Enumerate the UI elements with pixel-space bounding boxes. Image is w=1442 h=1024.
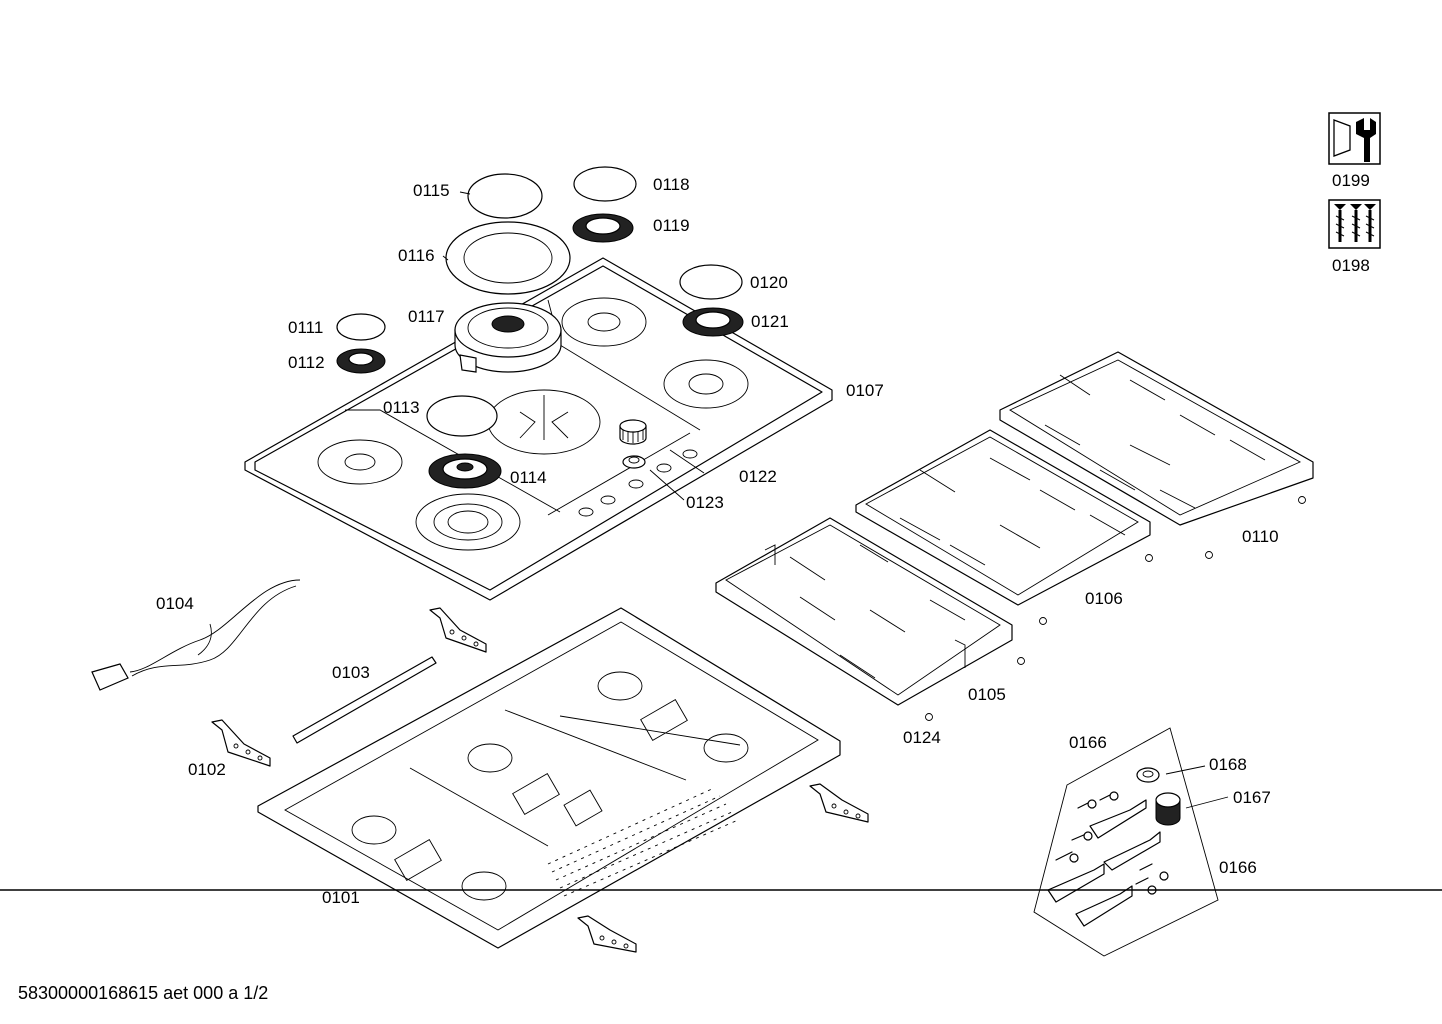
kit-clamps [1047,799,1161,927]
burner-cap-large [467,173,543,219]
wok-burner [454,302,562,373]
mounting-clamp [211,719,271,767]
label-0117: 0117 [408,307,445,326]
burner-seat [663,359,749,409]
hardware-kit [1033,727,1219,957]
label-0123: 0123 [686,493,724,512]
pan-support-left [715,517,1013,706]
knob-spindle [622,455,646,469]
mounting-clamp [429,607,487,653]
rubber-foot [1298,496,1306,504]
label-0115: 0115 [413,181,450,200]
label-0166-top: 0166 [1069,733,1107,752]
burner-seat [487,389,601,455]
document-id: 58300000168615 aet 000 a 1/2 [18,983,268,1003]
label-0110: 0110 [1242,527,1279,546]
burner-cap-aux [336,313,386,341]
burner-cap-medium [679,264,743,300]
label-0107: 0107 [846,381,884,400]
rubber-foot [1039,617,1047,625]
label-0199: 0199 [1332,171,1370,190]
rubber-foot [1205,551,1213,559]
label-0124: 0124 [903,728,941,747]
pan-support-middle [855,429,1151,606]
mounting-clamp [577,915,637,953]
burner-cap-rapid [426,395,498,437]
label-0119: 0119 [653,216,690,235]
label-0114: 0114 [510,468,547,487]
burner-seat [415,493,521,551]
label-0103: 0103 [332,663,370,682]
mounting-clamp [809,783,869,823]
label-0116: 0116 [398,246,435,265]
power-cable [91,579,301,691]
flame-spreader-large [445,221,571,295]
gas-connector-0167 [1155,792,1181,826]
label-0120: 0120 [750,273,788,292]
label-0118: 0118 [653,175,690,194]
label-0167: 0167 [1233,788,1271,807]
label-0122: 0122 [739,467,777,486]
pan-support-right [999,351,1314,526]
label-0106: 0106 [1085,589,1123,608]
label-0104: 0104 [156,594,194,613]
label-0121: 0121 [751,312,789,331]
label-0101: 0101 [322,888,360,907]
label-0113: 0113 [383,398,420,417]
control-knob [619,419,647,445]
leader-lines [442,191,1229,809]
screws-icon [1328,199,1381,249]
seal-strip [292,656,437,744]
burner-head-small [572,213,634,243]
rubber-foot [1145,554,1153,562]
rubber-foot [1017,657,1025,665]
label-0105: 0105 [968,685,1006,704]
burner-seat [561,297,647,347]
burner-head-aux [336,348,386,374]
hob-top-plate [244,257,833,601]
label-0198: 0198 [1332,256,1370,275]
label-0168: 0168 [1209,755,1247,774]
burner-head-medium [682,307,744,337]
tray-mount [351,671,749,901]
screws [1055,791,1169,895]
rubber-foot [925,713,933,721]
burner-cap-small [573,166,637,202]
label-0166-bottom: 0166 [1219,858,1257,877]
burner-head-rapid [428,453,502,489]
burner-seat [317,439,403,485]
nut-0168 [1136,767,1160,783]
wrench-nut-icon [1328,112,1381,165]
label-0112: 0112 [288,353,325,372]
label-0111: 0111 [288,318,323,337]
label-0102: 0102 [188,760,226,779]
